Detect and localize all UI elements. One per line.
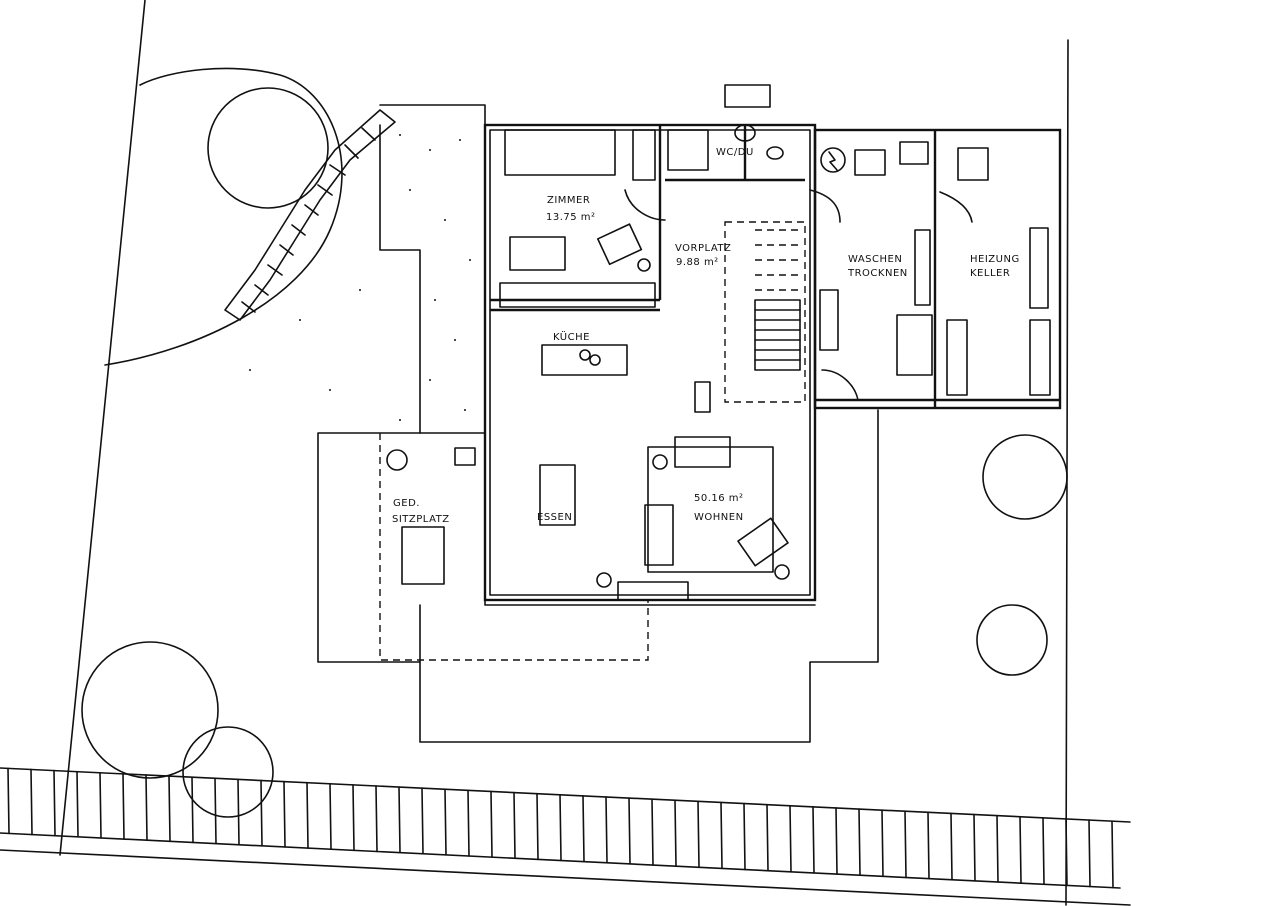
fence-post <box>490 790 493 858</box>
label-waschen: WASCHEN <box>848 254 902 265</box>
fence-post <box>283 780 286 848</box>
fence <box>0 767 1131 906</box>
label-essen: ESSEN <box>537 512 572 523</box>
fence-post <box>628 797 631 865</box>
label-sitzplatz-1: GED. <box>393 498 420 509</box>
label-vorplatz-area: 9.88 m² <box>676 257 719 268</box>
fence-post <box>559 793 562 862</box>
fence-post <box>1065 818 1068 887</box>
fence-post <box>76 770 79 838</box>
fence-post <box>950 812 953 881</box>
fence-post <box>53 769 56 837</box>
label-heizung: HEIZUNG <box>970 254 1020 265</box>
fence-post <box>674 799 677 867</box>
fence-post <box>789 804 792 873</box>
fence-post <box>168 775 171 843</box>
fence-post <box>122 773 125 840</box>
property-boundary <box>59 0 1069 906</box>
fence-post <box>30 768 33 836</box>
fence-post <box>1042 817 1045 886</box>
retaining-wall <box>224 109 396 321</box>
fence-post <box>858 808 861 876</box>
fence-post <box>214 777 217 845</box>
fence-post <box>536 792 539 861</box>
fence-post <box>720 801 723 870</box>
fence-post <box>375 785 378 853</box>
gravel-dots <box>249 134 471 421</box>
heating-symbol-icon <box>820 147 846 173</box>
label-sitzplatz-2: SITZPLATZ <box>392 514 450 525</box>
fence-post <box>835 807 838 875</box>
fence-post <box>306 781 309 849</box>
fence-post <box>444 788 447 856</box>
furniture <box>386 129 1051 601</box>
fence-post <box>352 784 355 852</box>
label-keller: KELLER <box>970 268 1010 279</box>
fence-post <box>329 782 332 851</box>
fence-post <box>467 789 470 857</box>
fence-post <box>697 800 700 869</box>
label-wohnen: WOHNEN <box>694 512 744 523</box>
fence-post <box>973 813 976 882</box>
fence-post <box>743 802 746 871</box>
fence-post <box>766 803 769 872</box>
label-kueche: KÜCHE <box>553 330 590 343</box>
fence-post <box>904 810 907 879</box>
fence-post <box>812 806 815 874</box>
fence-post <box>260 779 263 847</box>
house-walls <box>483 84 1062 602</box>
label-zimmer-area: 13.75 m² <box>546 212 596 223</box>
stairs <box>724 221 806 403</box>
fence-post <box>605 796 608 864</box>
label-zimmer: ZIMMER <box>547 195 590 206</box>
fence-post <box>1111 820 1114 889</box>
label-wohnen-area: 50.16 m² <box>694 493 744 504</box>
fence-post <box>927 811 930 880</box>
fence-post <box>237 778 240 846</box>
fence-post <box>881 809 884 878</box>
fence-post <box>7 767 10 835</box>
fence-post <box>1019 815 1022 884</box>
fence-post <box>513 791 516 860</box>
fence-post <box>398 786 401 854</box>
fence-post <box>1088 819 1091 888</box>
trees <box>81 87 1068 818</box>
fence-post <box>651 798 654 866</box>
label-vorplatz: VORPLATZ <box>675 243 731 254</box>
fence-post <box>996 814 999 883</box>
fence-post <box>191 776 194 844</box>
terraces <box>317 104 879 743</box>
label-wc: WC/DU <box>716 147 754 158</box>
toilet-icon <box>734 124 784 160</box>
fence-post <box>99 771 102 839</box>
fence-post <box>582 795 585 863</box>
fence-post <box>421 787 424 855</box>
label-trocknen: TROCKNEN <box>847 268 908 279</box>
fence-post <box>145 774 148 841</box>
